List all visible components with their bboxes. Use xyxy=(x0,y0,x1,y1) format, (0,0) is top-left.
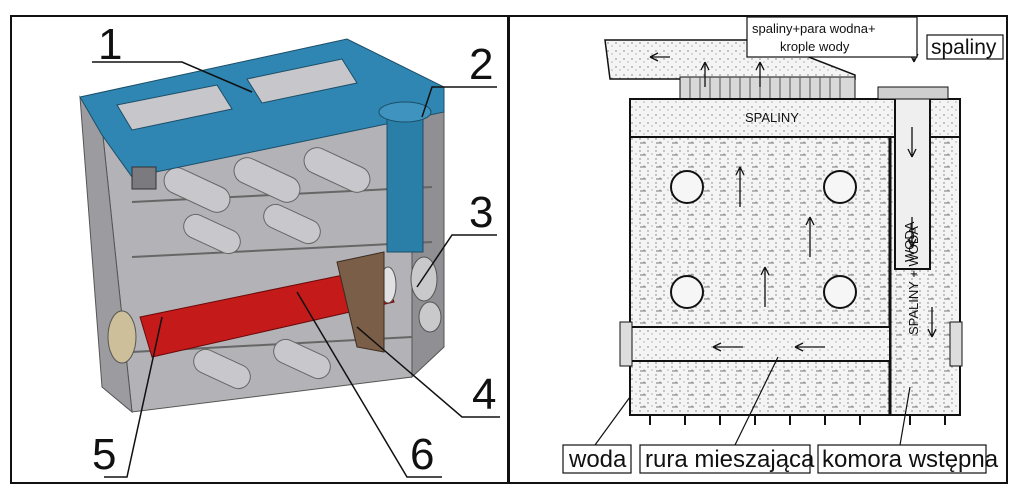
shelf-line-2 xyxy=(131,241,433,258)
right-port-2 xyxy=(418,301,442,333)
spaliny-inner-label: SPALINY xyxy=(745,110,799,125)
grey-pipes xyxy=(163,147,371,390)
woda-vertical-label: WODA xyxy=(902,221,917,262)
top-label-line1: spaliny+para wodna+ xyxy=(752,21,876,36)
top-opening-2 xyxy=(246,58,358,104)
fin-lines xyxy=(689,77,841,99)
callout-3: 3 xyxy=(469,188,493,237)
left-port xyxy=(107,310,137,364)
fire-tubes xyxy=(670,170,857,309)
mixing-pipe-label-box xyxy=(639,444,811,474)
spaliny-label: spaliny xyxy=(931,36,997,59)
callout-6: 6 xyxy=(410,430,434,479)
top-label-box xyxy=(746,17,918,58)
spaliny-label-box xyxy=(926,34,1004,60)
woda-label: woda xyxy=(568,446,627,473)
tank-feet xyxy=(649,415,946,425)
vertical-pipe-flange xyxy=(378,101,432,123)
spaliny-woda-vertical-label: SPALINY + WODA xyxy=(906,226,921,335)
right-schematic: spaliny+para wodna+ krople wody spaliny … xyxy=(562,17,1004,474)
partition-plate xyxy=(336,251,385,353)
woda-label-box xyxy=(562,444,632,474)
label-leaders xyxy=(594,356,911,446)
top-fitting xyxy=(131,166,157,190)
panel-divider xyxy=(507,15,510,484)
finned-outlet xyxy=(679,76,856,100)
inlet-flange xyxy=(877,86,949,100)
mixing-pipe-label: rura mieszająca xyxy=(645,446,815,473)
vertical-pipe-blue xyxy=(386,111,424,253)
precombustion-label: komora wstępna xyxy=(822,446,999,473)
callout-2: 2 xyxy=(469,40,493,89)
top-plate-blue xyxy=(79,38,445,178)
left-flange xyxy=(619,321,633,367)
top-opening-1 xyxy=(116,84,233,131)
callout-1: 1 xyxy=(98,20,122,69)
mixing-pipe xyxy=(627,326,891,362)
right-flange xyxy=(949,321,963,367)
mixing-pipe-red xyxy=(139,266,395,358)
leader-lines xyxy=(92,61,500,478)
top-label-line2: krople wody xyxy=(780,39,850,54)
left-3d-model: 1 2 3 4 5 6 xyxy=(79,20,500,479)
callout-4: 4 xyxy=(472,370,496,419)
flow-arrows xyxy=(649,37,937,352)
callout-5: 5 xyxy=(92,430,116,479)
precombustion-label-box xyxy=(817,444,987,474)
